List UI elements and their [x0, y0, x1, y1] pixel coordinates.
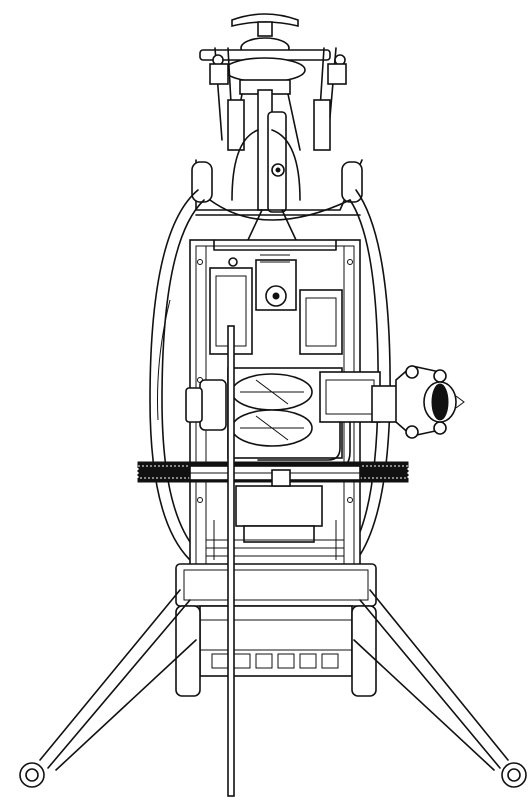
antenna-rod [227, 325, 235, 797]
servo-block [209, 239, 343, 355]
tail-drive-pulley [371, 365, 465, 439]
rotor-head [199, 13, 347, 213]
lower-body [206, 469, 344, 565]
landing-gear [19, 563, 527, 788]
